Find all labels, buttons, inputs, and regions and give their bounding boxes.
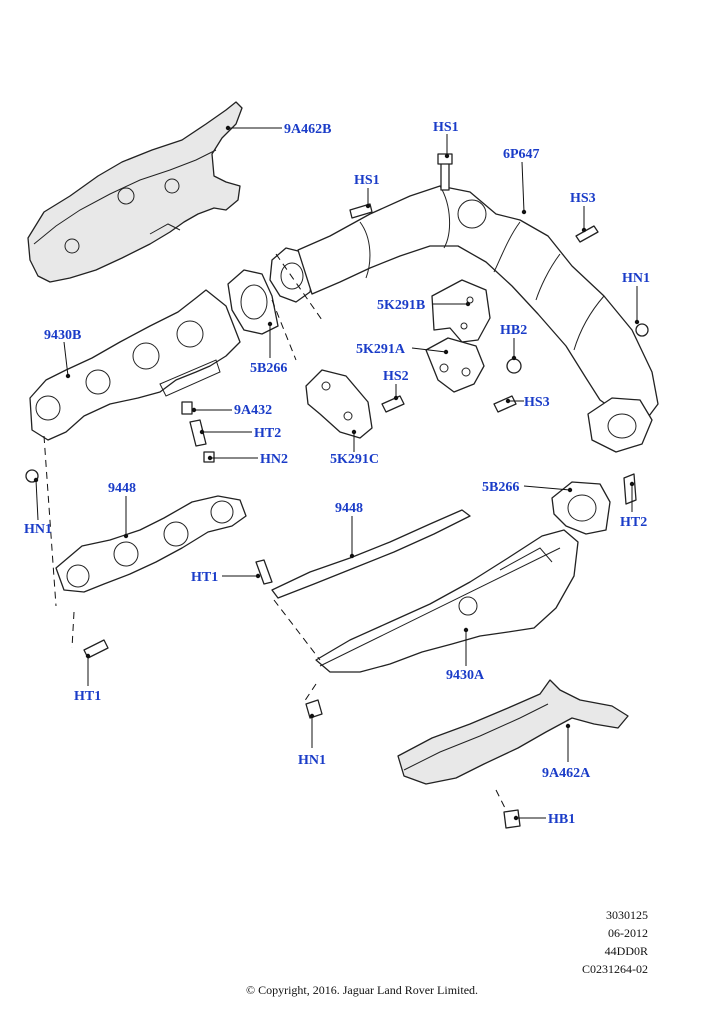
bracket-5k291b-part [431, 279, 491, 343]
callout-9430a[interactable]: 9430A [446, 668, 485, 683]
illustration-number: 3030125 [606, 908, 648, 922]
heat-shield-upper-part [27, 101, 243, 283]
callout-hs1-top[interactable]: HS1 [433, 120, 459, 135]
heat-shield-lower-part [397, 679, 629, 785]
callout-9448-left[interactable]: 9448 [108, 481, 136, 496]
callout-ht1-bottom[interactable]: HT1 [74, 689, 101, 704]
callout-hn1-left[interactable]: HN1 [24, 522, 52, 537]
exhaust-pipe-6p647-part [269, 153, 659, 453]
exhaust-manifold-right-part [315, 529, 579, 673]
callout-5k291a[interactable]: 5K291A [356, 342, 406, 357]
illustration-meta: 3030125 06-2012 44DD0R C0231264-02 [582, 906, 648, 978]
callout-hn1-bottom[interactable]: HN1 [298, 753, 326, 768]
callout-6p647[interactable]: 6P647 [503, 147, 540, 162]
bracket-5k291a-part [425, 337, 485, 393]
callout-hn2[interactable]: HN2 [260, 452, 288, 467]
gasket-9448-left-part [55, 495, 247, 593]
callout-ht2-left[interactable]: HT2 [254, 426, 281, 441]
callout-ht2-right[interactable]: HT2 [620, 515, 647, 530]
callout-9430b[interactable]: 9430B [44, 328, 81, 343]
gasket-5b266-upper-part [227, 269, 279, 335]
callout-5b266-lower[interactable]: 5B266 [482, 480, 519, 495]
model-code: 44DD0R [604, 944, 648, 958]
gasket-9448-right-part [271, 509, 471, 599]
callout-hs2[interactable]: HS2 [383, 369, 409, 384]
callout-labels: 9A462B HS1 6P647 HS1 HS3 HN1 9430B 5B266… [24, 120, 650, 827]
callout-ht1-mid[interactable]: HT1 [191, 570, 218, 585]
callout-9448-right[interactable]: 9448 [335, 501, 363, 516]
callout-9a462b[interactable]: 9A462B [284, 122, 331, 137]
callout-hb1[interactable]: HB1 [548, 812, 575, 827]
callout-hb2[interactable]: HB2 [500, 323, 527, 338]
illustration-date: 06-2012 [608, 926, 648, 940]
callout-5k291c[interactable]: 5K291C [330, 452, 379, 467]
gasket-5b266-lower-part [551, 481, 611, 535]
catalogue-ref: C0231264-02 [582, 962, 648, 976]
leader-dots [33, 125, 640, 821]
exhaust-manifold-left-part [29, 289, 241, 441]
copyright-notice: © Copyright, 2016. Jaguar Land Rover Lim… [245, 983, 479, 997]
callout-hs1-left[interactable]: HS1 [354, 173, 380, 188]
callout-hs3-mid[interactable]: HS3 [524, 395, 550, 410]
callout-9a462a[interactable]: 9A462A [542, 766, 591, 781]
callout-5k291b[interactable]: 5K291B [377, 298, 425, 313]
callout-hn1-right[interactable]: HN1 [622, 271, 650, 286]
leader-lines [35, 127, 638, 819]
bracket-5k291c-part [305, 369, 373, 439]
callout-9a432[interactable]: 9A432 [234, 403, 272, 418]
assembly-lines [43, 253, 507, 811]
callout-5b266-upper[interactable]: 5B266 [250, 361, 287, 376]
callout-hs3-top[interactable]: HS3 [570, 191, 596, 206]
